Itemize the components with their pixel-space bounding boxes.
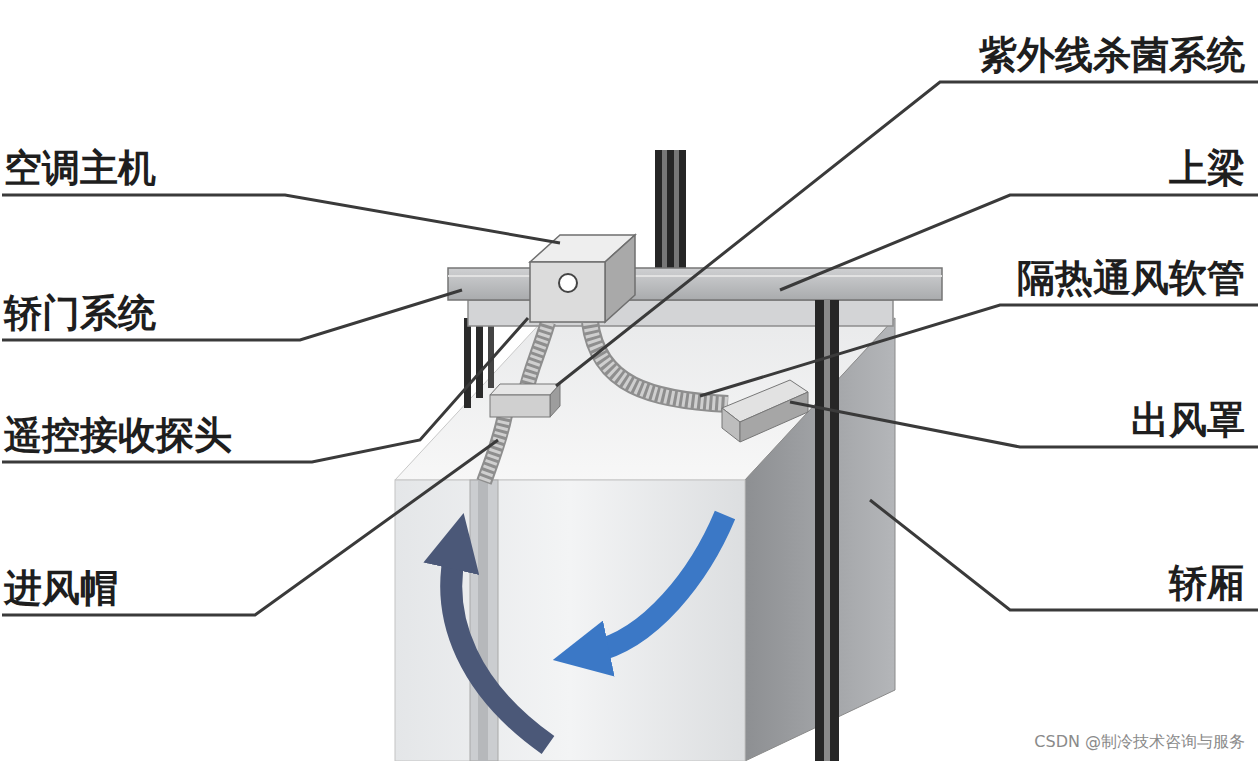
part-label: 轿厢 xyxy=(1169,562,1245,604)
ac-unit xyxy=(530,235,635,322)
airflow-arrows xyxy=(451,515,725,745)
upper-beam xyxy=(448,268,942,300)
part-label: 轿门系统 xyxy=(4,292,156,334)
part-label: 空调主机 xyxy=(4,147,156,189)
part-label: 隔热通风软管 xyxy=(1017,257,1245,299)
part-label: 遥控接收探头 xyxy=(4,414,232,456)
part-label: 上梁 xyxy=(1169,147,1245,189)
part-label: 出风罩 xyxy=(1131,399,1245,441)
part-label: 紫外线杀菌系统 xyxy=(979,34,1245,76)
watermark: CSDN @制冷技术咨询与服务 xyxy=(1034,732,1245,752)
uv-unit xyxy=(490,384,560,417)
part-label: 进风帽 xyxy=(4,567,118,609)
right-rail xyxy=(815,300,839,761)
leader-lines xyxy=(2,82,1258,615)
outlet-cover xyxy=(722,380,808,442)
